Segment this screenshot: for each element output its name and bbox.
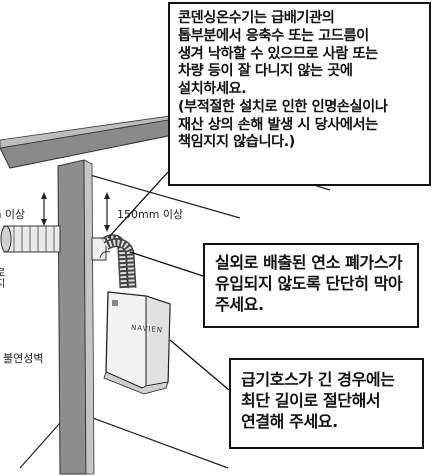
floor-line-right [81, 413, 229, 469]
wall-label: 불연성벽 [3, 352, 44, 365]
clearance-arrow-right [104, 192, 110, 232]
leader-line-bottom [169, 339, 230, 391]
callout-line: 콘덴싱온수기는 급배기관의 [178, 10, 335, 26]
flue-pipe [91, 237, 111, 261]
callout-line: 톱부분에서 응축수 또는 고드름이 [178, 27, 369, 44]
callout-line: 최단 길이로 절단해서 [241, 391, 381, 411]
clearance-label-right: 150mm 이상 [117, 208, 184, 221]
callout-condensation-warning: 콘덴싱온수기는 급배기관의 톱부분에서 응축수 또는 고드름이 생겨 낙하할 수… [168, 2, 431, 186]
ceiling-edge-line [89, 174, 241, 219]
callout-line: 유입되지 않도록 단단히 막아 [215, 273, 403, 293]
callout-line: 급기호스가 긴 경우에는 [241, 370, 395, 389]
wall-column [57, 159, 87, 475]
air-supply-hose [101, 234, 137, 289]
clearance-arrow-left [41, 192, 47, 226]
exhaust-pipe [0, 225, 61, 253]
leader-line-top [107, 171, 169, 239]
callout-line: 설치하세요. [178, 81, 247, 97]
callout-line: 주세요. [215, 294, 264, 314]
cutoff-label-1: 로 [0, 268, 6, 279]
callout-hose-warning: 급기호스가 긴 경우에는 최단 길이로 절단해서 연결해 주세요. [229, 358, 424, 449]
callout-line: 차량 등이 잘 다니지 않는 곳에 [178, 63, 353, 80]
boiler-unit [103, 291, 171, 395]
callout-line: 생겨 낙하할 수 있으므로 사람 또는 [178, 45, 378, 62]
leader-line-middle [129, 251, 204, 277]
callout-line: 책임지지 않습니다.) [178, 134, 295, 151]
wall-column-side [83, 159, 95, 475]
callout-seal-warning: 실외로 배출된 연소 폐가스가 유입되지 않도록 단단히 막아 주세요. [203, 243, 419, 328]
clearance-label-left: mm 이상 [0, 208, 26, 221]
callout-line: 재산 상의 손해 발생 시 당사에서는 [178, 116, 378, 133]
callout-line: (부적절한 설치로 인한 인명손실이나 [178, 98, 388, 115]
cutoff-label-2: 지 [0, 279, 6, 290]
callout-line: 실외로 배출된 연소 폐가스가 [215, 253, 403, 272]
callout-line: 연결해 주세요. [241, 412, 338, 432]
